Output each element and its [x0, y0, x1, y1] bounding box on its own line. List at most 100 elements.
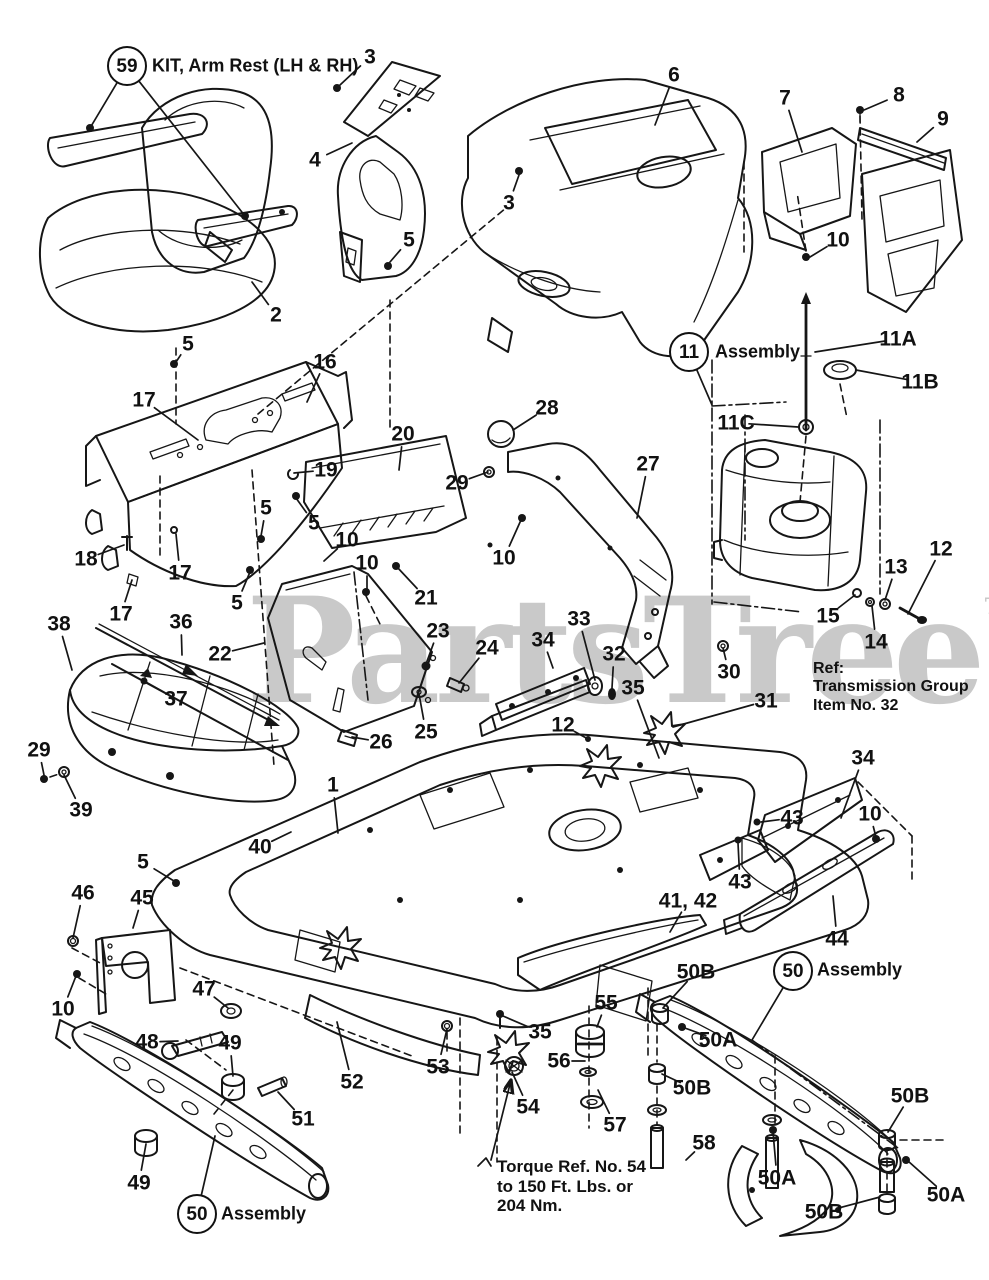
- callout-50b-84: 50B: [890, 1084, 930, 1108]
- callout-30-56: 30: [717, 660, 741, 684]
- callout-20-32: 20: [391, 422, 415, 446]
- leader-line-57: [597, 1089, 611, 1115]
- callout-35-74: 35: [528, 1020, 552, 1044]
- callout-11c-14: 11C: [717, 411, 755, 435]
- leader-line-26: [351, 736, 370, 741]
- callout-50a-82: 50A: [698, 1028, 738, 1052]
- leader-line-17: [175, 533, 180, 561]
- callout-13-16: 13: [884, 555, 908, 579]
- leader-line-30: [722, 647, 727, 661]
- callout-10-30: 10: [355, 551, 379, 575]
- leader-line-50B: [887, 1106, 905, 1133]
- transmission-ref-note-line: Ref:: [813, 660, 845, 677]
- callout-10-65: 10: [51, 997, 75, 1021]
- callout-12-15: 12: [929, 537, 953, 561]
- leader-line-4142: [669, 911, 683, 933]
- leader-line-33: [581, 630, 596, 681]
- callout-52-70: 52: [340, 1070, 364, 1094]
- leader-line-37: [143, 680, 166, 694]
- leader-line-21: [396, 566, 418, 590]
- callout-50a-85: 50A: [757, 1166, 797, 1190]
- assembly-50-left-label-line: Assembly: [221, 1203, 307, 1224]
- leader-line-52: [336, 1021, 350, 1071]
- leader-line-59: [138, 80, 246, 217]
- leader-line-35: [636, 699, 660, 759]
- leader-line-23: [425, 642, 435, 665]
- leader-line-29: [40, 761, 45, 776]
- leader-line-2: [251, 281, 270, 306]
- leader-line-34: [546, 651, 554, 669]
- leader-line-5: [389, 248, 402, 263]
- callout-56-77: 56: [547, 1049, 571, 1073]
- torque-note-line: to 150 Ft. Lbs. or: [497, 1176, 634, 1196]
- leader-line-18: [97, 544, 125, 556]
- callout-46-63: 46: [71, 881, 95, 905]
- part-seat-bracket: [85, 207, 507, 767]
- callout-50-81: 50: [773, 951, 813, 991]
- callout-50b-80: 50B: [676, 960, 716, 984]
- part-fender-shell: [461, 78, 754, 358]
- leader-line-50A: [772, 1131, 777, 1166]
- callout-24-40: 24: [475, 636, 499, 660]
- callout-2-5: 2: [270, 303, 282, 327]
- callout-59-0: 59: [107, 46, 147, 86]
- callout-7-7: 7: [779, 86, 791, 110]
- callout-17-27: 17: [109, 602, 133, 626]
- leader-line-11C: [748, 422, 799, 428]
- leader-line-11B: [855, 369, 909, 381]
- leader-line-45: [132, 909, 140, 929]
- part-bracket-45: [67, 929, 242, 1071]
- leader-line-49: [140, 1143, 147, 1172]
- callout-45-64: 45: [130, 886, 154, 910]
- callout-38-43: 38: [47, 612, 71, 636]
- callout-43-60: 43: [728, 870, 752, 894]
- leader-line-43: [760, 818, 780, 823]
- kit-armrest-label-line: KIT, Arm Rest (LH & RH): [152, 55, 359, 76]
- leader-line-50: [200, 1135, 216, 1196]
- callout-50a-86: 50A: [926, 1183, 966, 1207]
- callout-6-6: 6: [668, 63, 680, 87]
- callout-26-42: 26: [369, 730, 393, 754]
- callout-50b-83: 50B: [672, 1076, 712, 1100]
- callout-51-69: 51: [291, 1107, 315, 1131]
- leader-line-16: [306, 373, 321, 403]
- callout-16-19: 16: [313, 350, 337, 374]
- torque-note-line: Torque Ref. No. 54: [497, 1157, 646, 1176]
- callout-10-36: 10: [492, 546, 516, 570]
- leader-line-19: [293, 470, 314, 474]
- callout-17-21: 17: [132, 388, 156, 412]
- callout-10-10: 10: [826, 228, 850, 252]
- part-right-plates: [517, 777, 913, 991]
- assembly-11-label: Assembly: [715, 342, 800, 363]
- callout-5-20: 5: [182, 332, 194, 356]
- callout-29-34: 29: [445, 471, 469, 495]
- assembly-50-right-label: Assembly: [817, 960, 902, 981]
- leader-line-53: [440, 1028, 448, 1056]
- leader-line-10: [66, 975, 77, 998]
- callout-11-11: 11: [669, 332, 709, 372]
- callout-1-48: 1: [327, 773, 339, 797]
- leader-line-12: [907, 559, 936, 615]
- leader-line-48: [159, 1040, 179, 1043]
- part-lift-bracket-27: [483, 414, 746, 679]
- callout-4-2: 4: [309, 148, 321, 172]
- callout-19-22: 19: [314, 458, 338, 482]
- leader-line-8: [863, 99, 888, 111]
- leader-line-27: [636, 475, 647, 519]
- leader-line-10: [508, 519, 522, 547]
- leader-line-13: [884, 578, 893, 601]
- callout-36-31: 36: [169, 610, 193, 634]
- callout-29-45: 29: [27, 738, 51, 762]
- leader-line-59: [89, 82, 118, 129]
- leader-line-49: [230, 1055, 234, 1077]
- callout-50-72: 50: [177, 1194, 217, 1234]
- callout-54-75: 54: [516, 1095, 540, 1119]
- part-seat: [39, 87, 298, 333]
- callout-34-58: 34: [851, 746, 875, 770]
- leader-line-58: [685, 1151, 696, 1161]
- part-panel-20: [303, 299, 467, 549]
- part-chassis-frame: [150, 711, 870, 1163]
- leader-line-29: [468, 471, 489, 480]
- leader-line-43: [737, 842, 741, 870]
